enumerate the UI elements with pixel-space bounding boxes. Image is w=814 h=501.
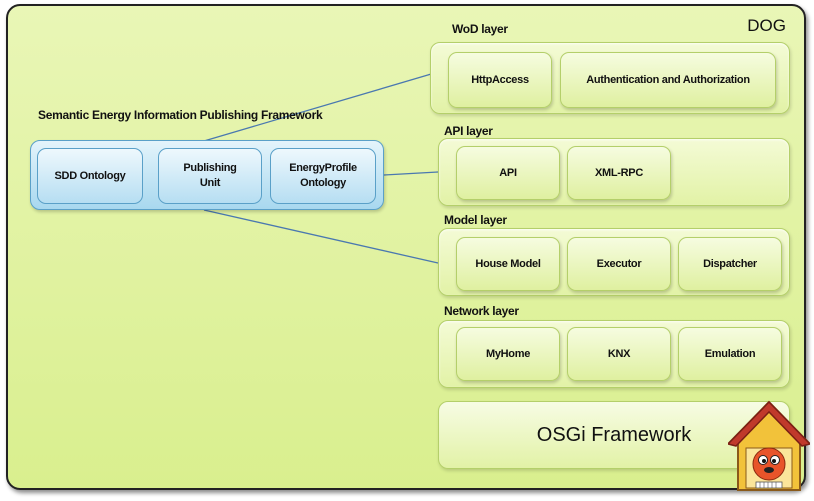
model-layer-title: Model layer: [444, 213, 507, 227]
network-layer-title: Network layer: [444, 304, 519, 318]
publishing-unit-component: Publishing Unit: [158, 148, 262, 204]
connector-to-wod: [203, 71, 439, 142]
httpaccess-component: HttpAccess: [448, 52, 552, 108]
api-layer-title: API layer: [444, 124, 493, 138]
api-component: API: [456, 146, 560, 200]
dispatcher-component: Dispatcher: [678, 237, 782, 291]
osgi-framework: OSGi Framework: [438, 401, 790, 469]
executor-component: Executor: [567, 237, 671, 291]
energyprofile-ontology-component: EnergyProfile Ontology: [270, 148, 376, 204]
wod-layer-title: WoD layer: [452, 22, 508, 36]
auth-component: Authentication and Authorization: [560, 52, 776, 108]
knx-component: KNX: [567, 327, 671, 381]
dog-label: DOG: [747, 16, 786, 35]
dog-house-mascot-icon: [728, 400, 810, 491]
house-model-component: House Model: [456, 237, 560, 291]
connector-to-api: [383, 171, 439, 176]
framework-title: Semantic Energy Information Publishing F…: [38, 108, 323, 122]
xml-rpc-component: XML-RPC: [567, 146, 671, 200]
myhome-component: MyHome: [456, 327, 560, 381]
sdd-ontology-component: SDD Ontology: [37, 148, 143, 204]
emulation-component: Emulation: [678, 327, 782, 381]
connector-to-model: [203, 209, 439, 264]
